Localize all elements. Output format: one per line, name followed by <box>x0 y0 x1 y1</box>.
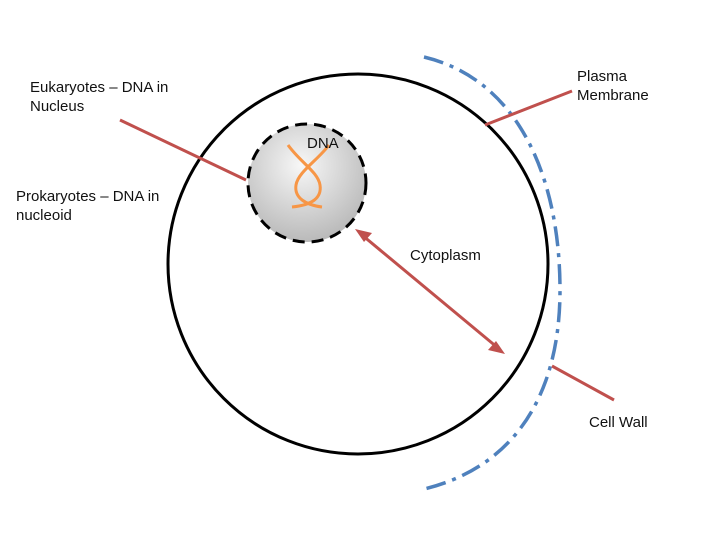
plasma-membrane-pointer-line <box>484 89 573 127</box>
cell-wall-arc <box>419 55 562 492</box>
plasma-membrane-label: Plasma Membrane <box>577 68 649 104</box>
cell-wall-pointer-line <box>551 364 615 402</box>
cytoplasm-label: Cytoplasm <box>410 247 481 264</box>
nucleus-circle <box>246 122 368 244</box>
eukaryotes-pointer-line <box>119 118 247 182</box>
eukaryotes-label: Eukaryotes – DNA in Nucleus <box>30 79 169 115</box>
cytoplasm-arrowhead-top <box>355 229 372 242</box>
cytoplasm-arrow-line <box>361 233 499 350</box>
prokaryotes-label: Prokaryotes – DNA in nucleoid <box>16 188 160 224</box>
dna-strand-right <box>294 144 331 209</box>
cell-wall-label: Cell Wall <box>589 414 648 431</box>
cytoplasm-arrowhead-bottom <box>488 341 505 354</box>
plasma-membrane-circle <box>166 72 550 456</box>
dna-label: DNA <box>307 135 339 152</box>
